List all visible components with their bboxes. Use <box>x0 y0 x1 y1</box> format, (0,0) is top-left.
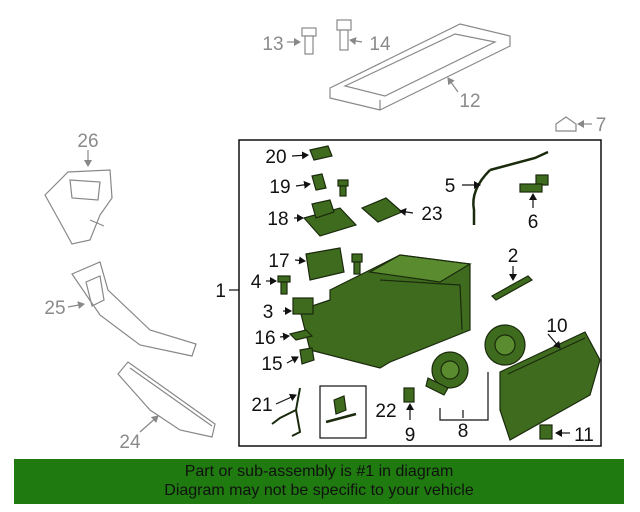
cable-part-5 <box>472 150 549 225</box>
callout-11: 11 <box>574 425 594 446</box>
latch-part-23 <box>360 197 404 223</box>
callout-4: 4 <box>251 272 262 293</box>
callout-3: 3 <box>263 302 274 323</box>
callout-25: 25 <box>44 298 65 319</box>
screw-part-9 <box>403 387 415 403</box>
bolt-part-6 <box>519 174 549 193</box>
callout-20: 20 <box>265 147 286 168</box>
switch-part-3 <box>292 297 314 315</box>
callout-10: 10 <box>546 316 567 337</box>
clip-part-19 <box>311 173 327 191</box>
holder-part-15 <box>299 347 315 365</box>
screw-part-17b <box>351 253 363 275</box>
callout-12: 12 <box>459 91 480 112</box>
banner-line-2: Diagram may not be specific to your vehi… <box>164 482 474 499</box>
bracket-part-26 <box>44 169 113 245</box>
callout-21: 21 <box>251 395 272 416</box>
callout-18: 18 <box>267 209 288 230</box>
panel-part-24 <box>117 361 216 438</box>
callout-8: 8 <box>458 421 469 442</box>
callout-13: 13 <box>262 34 283 55</box>
screw-part-4 <box>277 275 291 295</box>
info-banner: Part or sub-assembly is #1 in diagram Di… <box>14 459 624 504</box>
clip-part-20 <box>309 145 333 161</box>
callout-22: 22 <box>375 401 396 422</box>
bracket-part-8 <box>425 324 526 396</box>
callout-24: 24 <box>119 432 141 453</box>
callout-19: 19 <box>269 177 290 198</box>
callout-5: 5 <box>445 176 456 197</box>
console-base-part-1 <box>299 254 472 369</box>
callout-7: 7 <box>596 115 607 136</box>
bolt-part-13 <box>301 27 317 55</box>
trim-cover-part-10 <box>499 331 601 441</box>
callout-2: 2 <box>508 246 519 267</box>
module-part-17 <box>305 247 345 281</box>
callout-9: 9 <box>405 425 416 446</box>
fastener-part-11 <box>539 424 553 440</box>
sub-assembly-box-22 <box>319 385 367 439</box>
harness-part-21 <box>271 387 302 437</box>
nut-part-7 <box>555 116 577 132</box>
screw-part-19b <box>337 179 349 197</box>
callout-26: 26 <box>77 131 98 152</box>
callout-15: 15 <box>261 354 282 375</box>
trim-part-25 <box>71 261 197 357</box>
banner-line-1: Part or sub-assembly is #1 in diagram <box>184 463 454 480</box>
clip-part-22 <box>325 395 357 424</box>
bracket-part-18 <box>302 199 358 237</box>
bolt-part-14 <box>336 19 352 51</box>
callout-14: 14 <box>369 34 391 55</box>
top-panel-part-12 <box>329 23 511 111</box>
callout-17: 17 <box>268 251 289 272</box>
callout-16: 16 <box>254 328 275 349</box>
assembly-frame <box>238 139 602 447</box>
callout-23: 23 <box>421 204 442 225</box>
pad-part-16 <box>288 329 314 341</box>
callout-6: 6 <box>528 212 539 233</box>
callout-1: 1 <box>215 281 226 302</box>
trim-strip-part-2 <box>491 275 533 301</box>
